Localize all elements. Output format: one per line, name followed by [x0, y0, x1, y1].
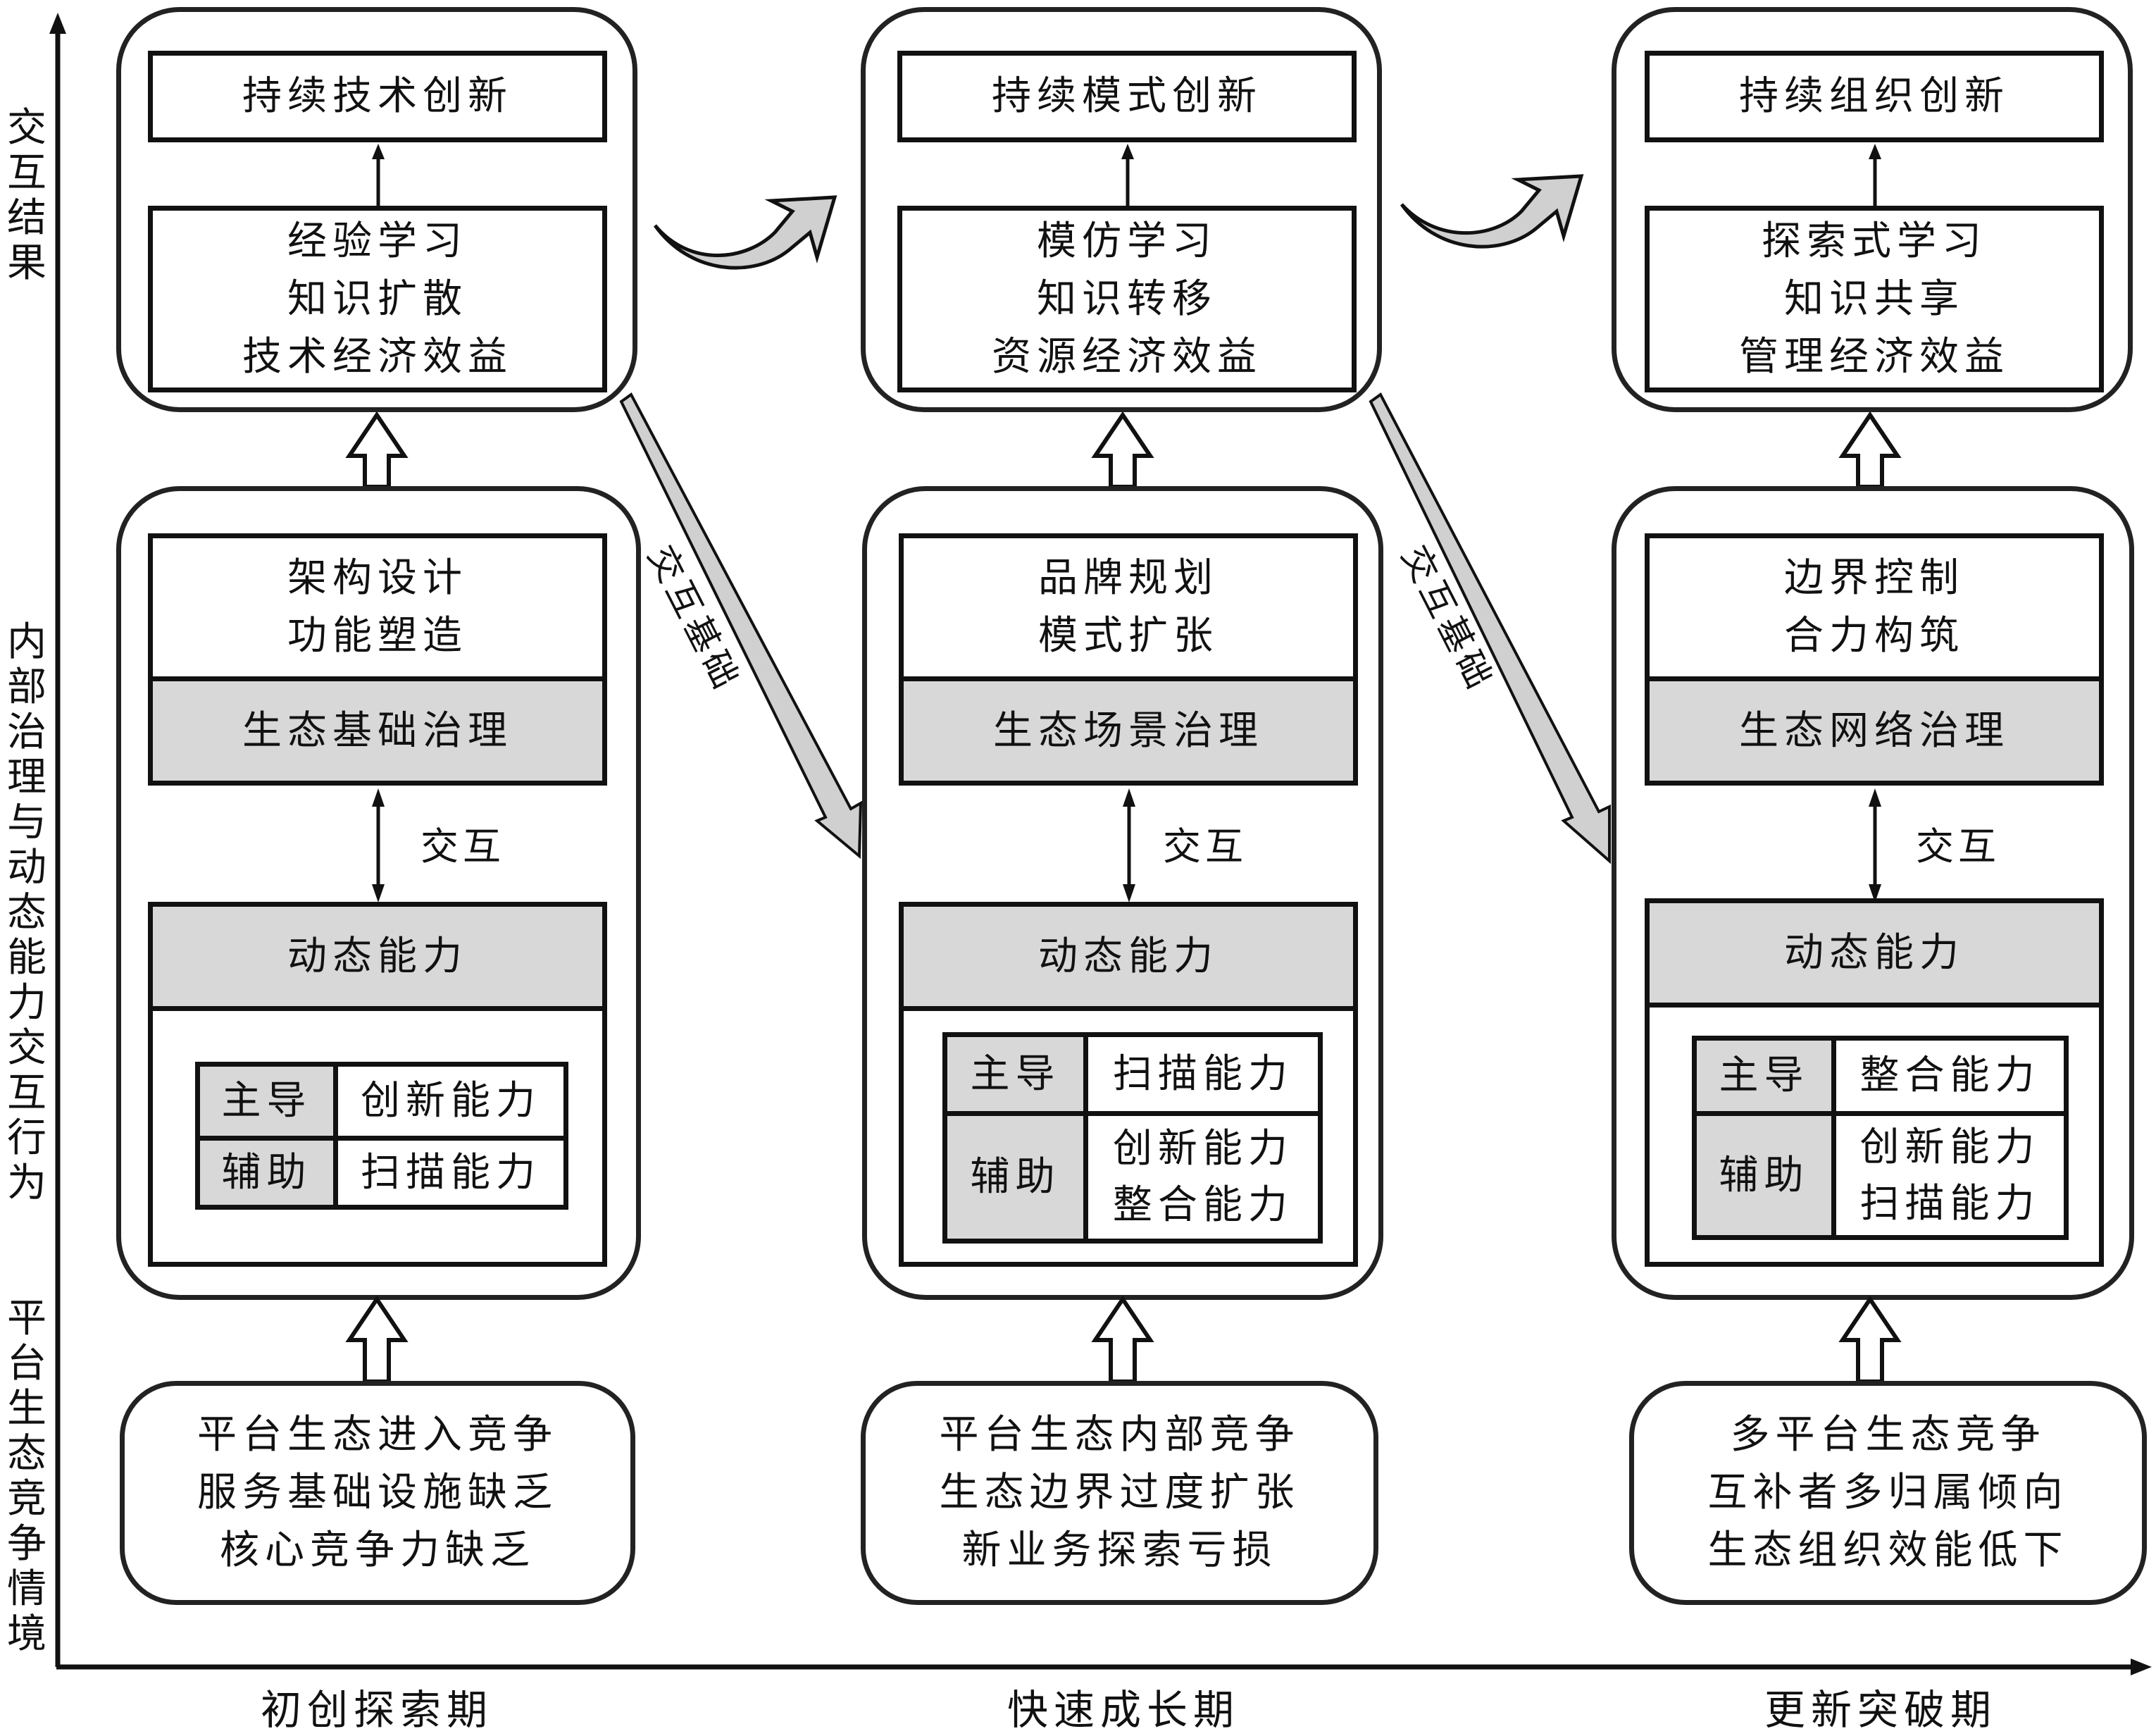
- block-up-arrow-icon: [1091, 412, 1154, 489]
- governance-type-box: 生态场景治理: [899, 676, 1358, 786]
- bidirectional-arrow-icon: [1123, 788, 1135, 903]
- auxiliary-label: 辅助: [947, 1111, 1088, 1239]
- curved-arrow-icon-1: [653, 195, 837, 270]
- capability-table: 主导 创新能力 辅助 扫描能力: [195, 1062, 568, 1210]
- interaction-panel: 边界控制合力构筑 生态网络治理 交互 动态能力 主导 整合能力 辅助 创新能力扫…: [1612, 486, 2134, 1300]
- interaction-label: 交互: [1163, 824, 1247, 869]
- interaction-label: 交互: [420, 824, 505, 869]
- context-panel: 平台生态进入竞争服务基础设施缺乏核心竞争力缺乏: [120, 1381, 635, 1605]
- capability-body: 主导 创新能力 辅助 扫描能力: [148, 1006, 607, 1267]
- outcome-panel: 持续组织创新 探索式学习知识共享管理经济效益: [1612, 7, 2133, 412]
- diagonal-arrow-icon-2: [1369, 392, 1611, 864]
- block-up-arrow-icon: [345, 412, 409, 489]
- up-arrow-icon: [1121, 144, 1134, 206]
- column-startup: 持续技术创新 经验学习知识扩散技术经济效益 架构设计功能塑造 生态基础治理 交互…: [116, 0, 641, 1663]
- context-panel: 平台生态内部竞争生态边界过度扩张新业务探索亏损: [861, 1381, 1378, 1605]
- leading-label: 主导: [1697, 1041, 1836, 1111]
- leading-label: 主导: [947, 1037, 1088, 1111]
- context-panel: 多平台生态竞争互补者多归属倾向生态组织效能低下: [1629, 1381, 2147, 1605]
- outcome-title-box: 持续技术创新: [148, 51, 607, 142]
- block-up-arrow-icon: [1838, 1296, 1902, 1384]
- auxiliary-value: 创新能力整合能力: [1088, 1111, 1318, 1239]
- bidirectional-arrow-icon: [372, 788, 385, 903]
- column-growth: 持续模式创新 模仿学习知识转移资源经济效益 品牌规划模式扩张 生态场景治理 交互…: [861, 0, 1383, 1663]
- capability-table: 主导 扫描能力 辅助 创新能力整合能力: [942, 1032, 1323, 1244]
- governance-actions-box: 品牌规划模式扩张: [899, 533, 1358, 681]
- leading-value: 整合能力: [1859, 1053, 2040, 1098]
- auxiliary-label: 辅助: [200, 1136, 339, 1205]
- bidirectional-arrow-icon: [1869, 788, 1881, 903]
- interaction-label: 交互: [1916, 824, 2000, 869]
- block-up-arrow-icon: [345, 1296, 409, 1384]
- block-up-arrow-icon: [1838, 412, 1902, 489]
- outcome-panel: 持续模式创新 模仿学习知识转移资源经济效益: [861, 7, 1382, 412]
- outcome-title-box: 持续模式创新: [897, 51, 1357, 142]
- y-label-competition-context: 平台生态竞争情境: [7, 1296, 46, 1657]
- governance-actions-box: 边界控制合力构筑: [1645, 533, 2104, 681]
- outcome-detail-box: 探索式学习知识共享管理经济效益: [1645, 206, 2104, 392]
- outcome-title-box: 持续组织创新: [1645, 51, 2104, 142]
- auxiliary-label: 辅助: [1697, 1111, 1836, 1235]
- outcome-panel: 持续技术创新 经验学习知识扩散技术经济效益: [116, 7, 637, 412]
- leading-value: 扫描能力: [1112, 1050, 1293, 1097]
- diagonal-arrow-icon-1: [619, 392, 863, 860]
- curved-arrow-icon-2: [1400, 174, 1584, 249]
- governance-type-box: 生态网络治理: [1645, 676, 2104, 786]
- capability-title-box: 动态能力: [899, 902, 1358, 1011]
- interaction-panel: 架构设计功能塑造 生态基础治理 交互 动态能力 主导 创新能力 辅助 扫描能力: [116, 486, 641, 1300]
- auxiliary-value: 创新能力扫描能力: [1836, 1111, 2064, 1235]
- column-renewal: 持续组织创新 探索式学习知识共享管理经济效益 边界控制合力构筑 生态网络治理 交…: [1612, 0, 2147, 1663]
- capability-title-box: 动态能力: [1645, 898, 2104, 1008]
- auxiliary-value: 扫描能力: [338, 1136, 563, 1205]
- capability-table: 主导 整合能力 辅助 创新能力扫描能力: [1692, 1036, 2069, 1240]
- leading-value: 创新能力: [361, 1078, 542, 1124]
- y-label-interaction-results: 交互结果: [7, 105, 46, 286]
- y-label-governance-interaction: 内部治理与动态能力交互行为: [7, 619, 46, 1206]
- governance-type-box: 生态基础治理: [148, 676, 607, 786]
- block-up-arrow-icon: [1091, 1296, 1154, 1384]
- interaction-panel: 品牌规划模式扩张 生态场景治理 交互 动态能力 主导 扫描能力 辅助 创新能力整…: [862, 486, 1383, 1300]
- up-arrow-icon: [1869, 144, 1881, 206]
- capability-title-box: 动态能力: [148, 902, 607, 1011]
- outcome-detail-box: 模仿学习知识转移资源经济效益: [897, 206, 1357, 392]
- capability-body: 主导 扫描能力 辅助 创新能力整合能力: [899, 1006, 1358, 1267]
- leading-label: 主导: [200, 1067, 339, 1136]
- governance-actions-box: 架构设计功能塑造: [148, 533, 607, 681]
- x-axis-arrowhead-icon: [2131, 1658, 2152, 1675]
- y-axis-arrowhead-icon: [49, 13, 66, 34]
- up-arrow-icon: [372, 144, 385, 206]
- capability-body: 主导 整合能力 辅助 创新能力扫描能力: [1645, 1003, 2104, 1267]
- outcome-detail-box: 经验学习知识扩散技术经济效益: [148, 206, 607, 392]
